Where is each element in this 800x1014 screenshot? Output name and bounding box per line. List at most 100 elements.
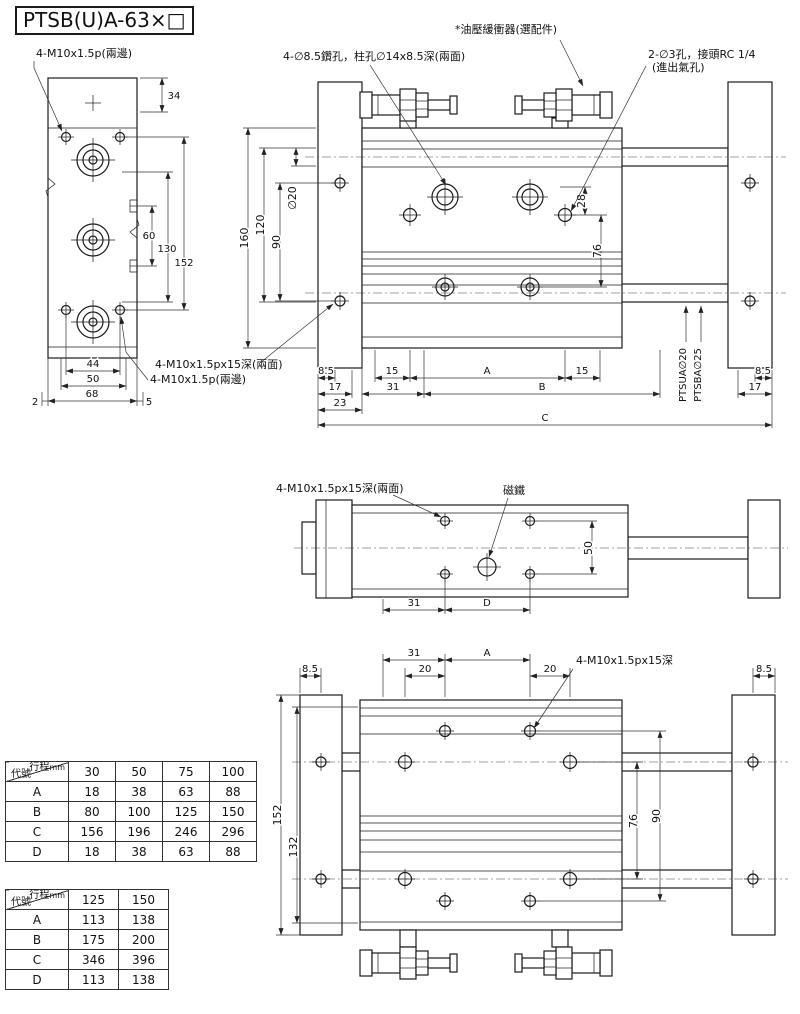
m10-holes [58,129,128,318]
cell: 18 [68,781,116,802]
right-end-plate-plan [731,694,776,936]
dim-76-plan: 76 [627,814,640,828]
dim-8.5-left-plan: 8.5 [302,664,318,675]
body-holes-plan [395,722,580,910]
cell: 63 [162,841,210,862]
stroke-table-2: 行程mm 代號 125 150 A 113 138 B 175 200 C 34… [5,889,169,990]
cell: 38 [115,841,163,862]
cell: 63 [162,781,210,802]
row-label: A [5,781,69,802]
table-header-row: 行程mm 代號 125 150 [5,889,169,910]
dim-130: 130 [157,244,176,255]
dim-17-right: 17 [749,382,762,393]
cell: 156 [68,821,116,842]
dim-60: 60 [143,231,156,242]
row-label: C [5,949,69,970]
col-header: 75 [162,761,210,782]
cylinder-body-plan [359,699,623,931]
table-header-row: 行程mm 代號 30 50 75 100 [5,761,257,782]
cell: 38 [115,781,163,802]
table-row: D 18 38 63 88 [5,841,257,862]
row-label: D [5,841,69,862]
dim-31-mid: 31 [408,598,421,609]
shock-absorber-left [359,88,458,122]
dim-120: 120 [254,215,267,236]
body-lines [362,140,622,338]
dim-A: A [484,366,491,377]
dim-90-plan: 90 [650,809,663,823]
left-block [315,499,353,599]
cell: 346 [68,949,119,970]
annotation-shock: *油壓緩衝器(選配件) [455,22,557,36]
row-label: B [5,801,69,822]
dim-C: C [542,413,549,424]
dim-132-plan: 132 [287,837,300,858]
dim-15-right: 15 [576,366,589,377]
dim-8.5-right: 8.5 [755,366,771,377]
front-view-dims: 160 120 90 ∅20 28 76 PTSUA∅20 PTSBA∅25 [237,127,772,428]
shock-absorber-right [514,88,613,122]
cell: 150 [209,801,257,822]
middle-view-dims: 50 31 D 4-M10x1.5px15深(兩面) 磁鐵 [276,482,597,614]
middle-view [294,499,788,599]
dim-8.5-left: 8.5 [318,366,334,377]
annotation-port-2: (進出氣孔) [652,60,705,74]
cell: 125 [162,801,210,822]
table-corner: 行程mm 代號 [5,761,69,782]
dim-90: 90 [270,235,283,249]
body-lines-plan [360,707,622,923]
corner-stroke-label: 行程mm [29,762,65,773]
stroke-table-1: 行程mm 代號 30 50 75 100 A 18 38 63 88 B 80 … [5,761,257,862]
side-view-dims: 34 60 130 152 44 50 68 2 5 4-M10x1.5p(兩邊… [30,46,195,410]
corner-stroke-label: 行程mm [29,890,65,901]
dim-B: B [539,382,546,393]
right-end-plate [727,81,773,369]
plate-holes-plan [312,753,762,888]
shock-absorber-right-plan [514,946,613,980]
dim-17-left: 17 [329,382,342,393]
cell: 138 [118,969,169,990]
col-header: 125 [68,889,119,910]
lower-holes [432,274,543,300]
annotation-m10-deep-front: 4-M10x1.5px15深(兩面) [155,358,283,371]
col-header: 50 [115,761,163,782]
dim-68: 68 [86,389,99,400]
dim-D: D [483,598,491,609]
cell: 175 [68,929,119,950]
dim-8.5-right-plan: 8.5 [756,664,772,675]
annotation-m10-bottom: 4-M10x1.5p(兩邊) [150,372,246,386]
cylinder-body [361,127,623,349]
table-row: C 156 196 246 296 [5,821,257,842]
bore-holes [71,138,115,344]
table-holes [437,513,538,582]
dim-2: 2 [32,397,38,408]
col-header: 100 [209,761,257,782]
model-label-ptsua20: PTSUA∅20 [678,348,689,402]
annotation-magnet: 磁鐵 [503,483,525,497]
annotation-m10-deep-plan: 4-M10x1.5px15深 [576,654,673,667]
dim-28: 28 [575,194,588,208]
row-label: C [5,821,69,842]
corner-code-label: 代號 [11,897,31,908]
row-label: B [5,929,69,950]
dim-44: 44 [87,359,100,370]
dim-152-plan: 152 [271,805,284,826]
cell: 296 [209,821,257,842]
cell: 246 [162,821,210,842]
table-row: A 18 38 63 88 [5,781,257,802]
cell: 88 [209,781,257,802]
left-end-plate-plan [299,694,343,936]
annotation-drill: 4-∅8.5鑽孔，柱孔∅14x8.5深(兩面) [283,49,465,63]
table-row: B 80 100 125 150 [5,801,257,822]
cell: 138 [118,909,169,930]
dim-152: 152 [174,258,193,269]
col-header: 150 [118,889,169,910]
cell: 80 [68,801,116,822]
table-row: D 113 138 [5,969,169,990]
cell: 196 [115,821,163,842]
dim-rod-dia: ∅20 [286,186,299,210]
table-corner: 行程mm 代號 [5,889,69,910]
left-end-plate [317,81,363,369]
cell: 88 [209,841,257,862]
